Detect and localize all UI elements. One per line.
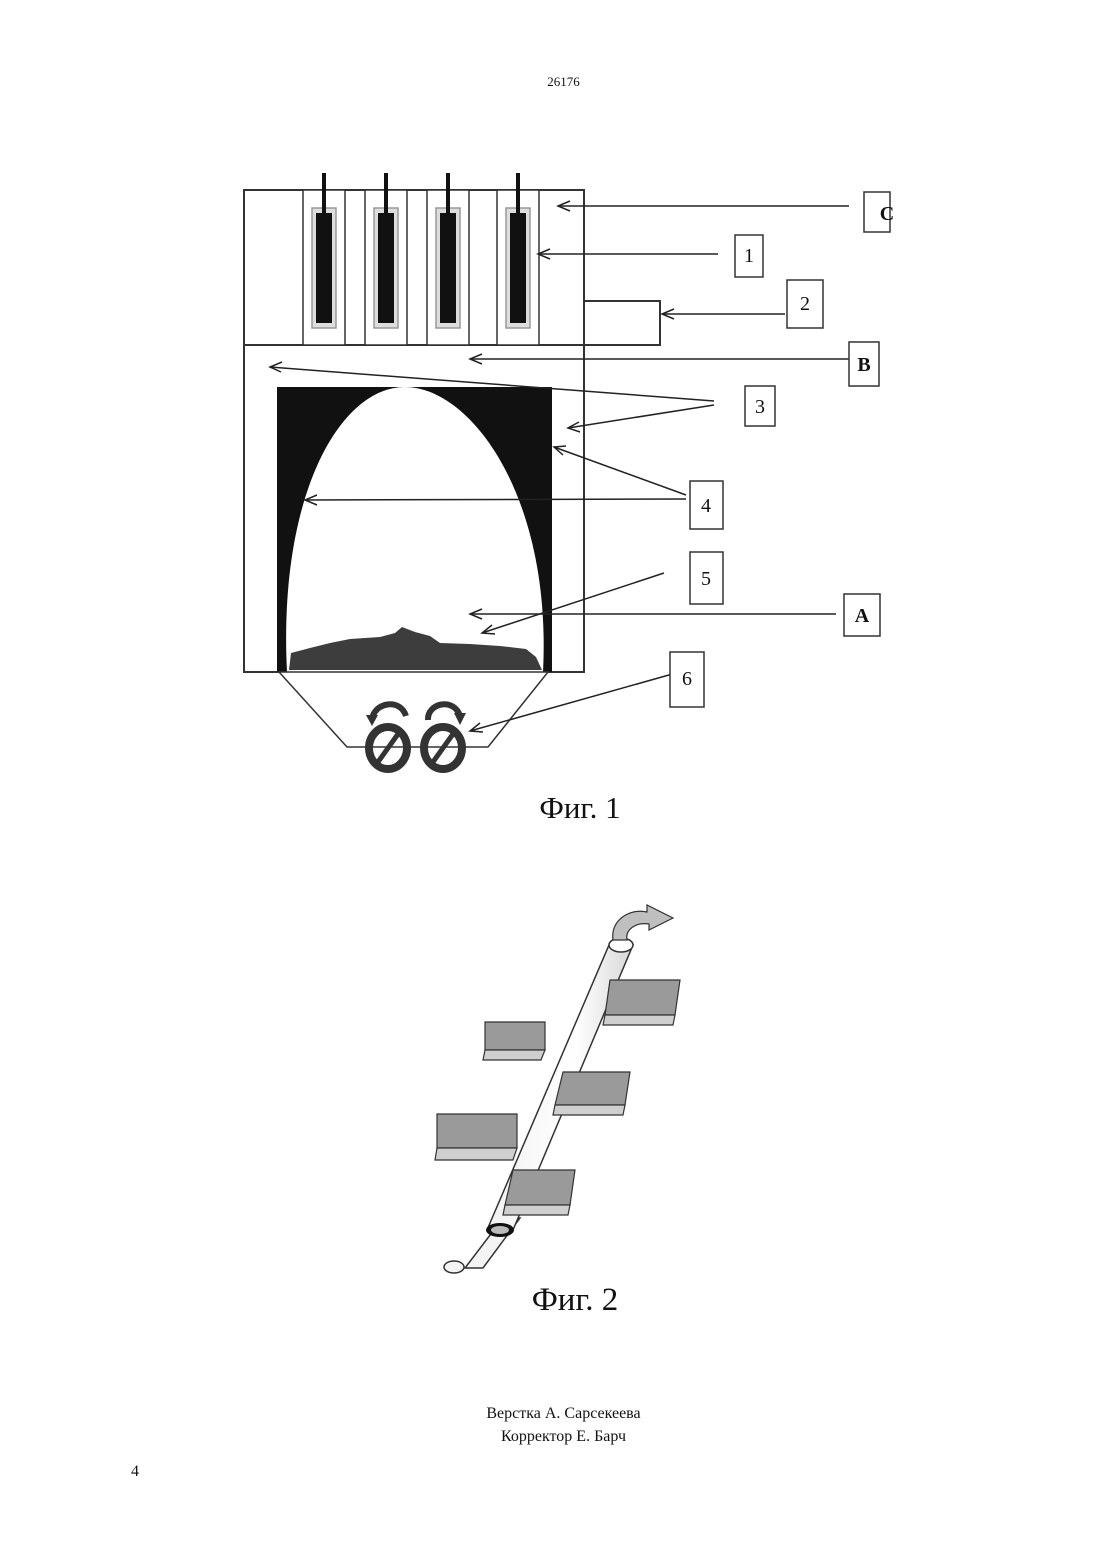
label-a: A [855, 605, 870, 627]
bottom-hopper [279, 672, 548, 747]
proofreader-credit: Корректор Е. Барч [0, 1425, 1100, 1448]
credits: Верстка А. Сарсекеева Корректор Е. Барч [0, 1402, 1100, 1448]
label-b: B [857, 354, 870, 376]
figure-1-diagram: C 1 2 B 3 4 5 A 6 [230, 165, 930, 795]
label-c: C [880, 203, 894, 225]
document-number: 26176 [0, 74, 1100, 90]
figure-2-diagram [425, 900, 725, 1290]
figure-2-caption: Фиг. 2 [425, 1282, 725, 1319]
label-5: 5 [701, 568, 711, 590]
label-3: 3 [755, 396, 765, 418]
side-unit [584, 301, 660, 345]
label-6: 6 [682, 668, 692, 690]
label-2: 2 [800, 293, 810, 315]
layout-credit: Верстка А. Сарсекеева [0, 1402, 1100, 1425]
label-4: 4 [701, 495, 711, 517]
label-texts: C 1 2 B 3 4 5 A 6 [682, 203, 894, 690]
label-boxes [670, 192, 890, 707]
rotation-arrow [613, 905, 673, 940]
label-1: 1 [744, 245, 754, 267]
figure-1-caption: Фиг. 1 [230, 790, 930, 826]
page-number: 4 [131, 1463, 139, 1481]
